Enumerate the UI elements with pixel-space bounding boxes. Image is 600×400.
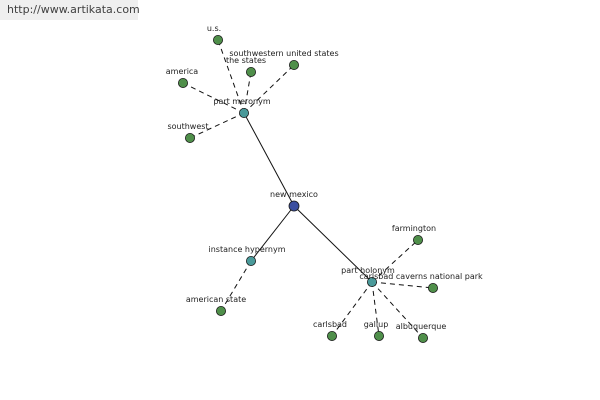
edge-center-to-part-holonym (293, 205, 373, 283)
node-farmington[interactable] (412, 234, 423, 245)
nodes-layer (177, 35, 438, 343)
node-label-part-meronym: part meronym (213, 97, 270, 106)
node-label-american-state: american state (186, 295, 246, 304)
edge-part-holonym-to-gallup (371, 281, 380, 337)
node-label-carlsbad-caverns-national-park: carlsbad caverns national park (359, 272, 483, 281)
edge-center-to-instance-hypernym (250, 205, 295, 262)
node-label-instance-hypernym: instance hypernym (209, 245, 286, 254)
edge-part-meronym-to-america (182, 82, 245, 114)
edge-part-holonym-to-albuquerque (371, 281, 424, 339)
node-label-the-states: the states (226, 56, 266, 65)
node-southwestern-united-states[interactable] (288, 60, 299, 71)
node-american-state[interactable] (215, 305, 226, 316)
node-the-states[interactable] (245, 67, 256, 78)
node-label-southwestern-united-states: southwestern united states (229, 49, 338, 58)
edge-instance-hypernym-to-american-state (220, 260, 252, 312)
node-carlsbad[interactable] (326, 330, 337, 341)
node-label-america: america (166, 67, 199, 76)
node-label-farmington: farmington (392, 224, 436, 233)
edge-part-meronym-to-us (217, 39, 245, 114)
node-southwest[interactable] (184, 132, 195, 143)
edge-part-meronym-to-southwest (189, 112, 245, 139)
edge-center-to-part-meronym (243, 112, 295, 207)
node-label-center: new mexico (270, 190, 318, 199)
node-us[interactable] (212, 35, 223, 46)
edge-part-meronym-to-southwestern-united-states (243, 64, 295, 114)
node-label-southwest: southwest (167, 122, 208, 131)
edge-part-holonym-to-carlsbad-caverns-national-park (371, 281, 434, 289)
node-part-holonym[interactable] (366, 276, 377, 287)
node-label-carlsbad: carlsbad (313, 320, 347, 329)
edge-part-holonym-to-carlsbad (331, 281, 373, 337)
node-gallup[interactable] (373, 330, 384, 341)
node-label-part-holonym: part holonym (341, 266, 395, 275)
node-carlsbad-caverns-national-park[interactable] (427, 282, 438, 293)
node-instance-hypernym[interactable] (245, 255, 256, 266)
node-center[interactable] (288, 200, 300, 212)
node-albuquerque[interactable] (417, 332, 428, 343)
node-label-albuquerque: albuquerque (396, 322, 447, 331)
edge-part-holonym-to-farmington (371, 239, 419, 283)
edges-layer (182, 39, 434, 339)
node-label-gallup: gallup (364, 320, 389, 329)
node-label-us: u.s. (207, 24, 221, 33)
edge-part-meronym-to-the-states (243, 71, 252, 114)
node-america[interactable] (177, 78, 188, 89)
labels-layer: new mexico part meronym instance hypernym p… (166, 24, 483, 331)
node-part-meronym[interactable] (238, 108, 249, 119)
site-url-link[interactable]: http://www.artikata.com (0, 0, 140, 20)
